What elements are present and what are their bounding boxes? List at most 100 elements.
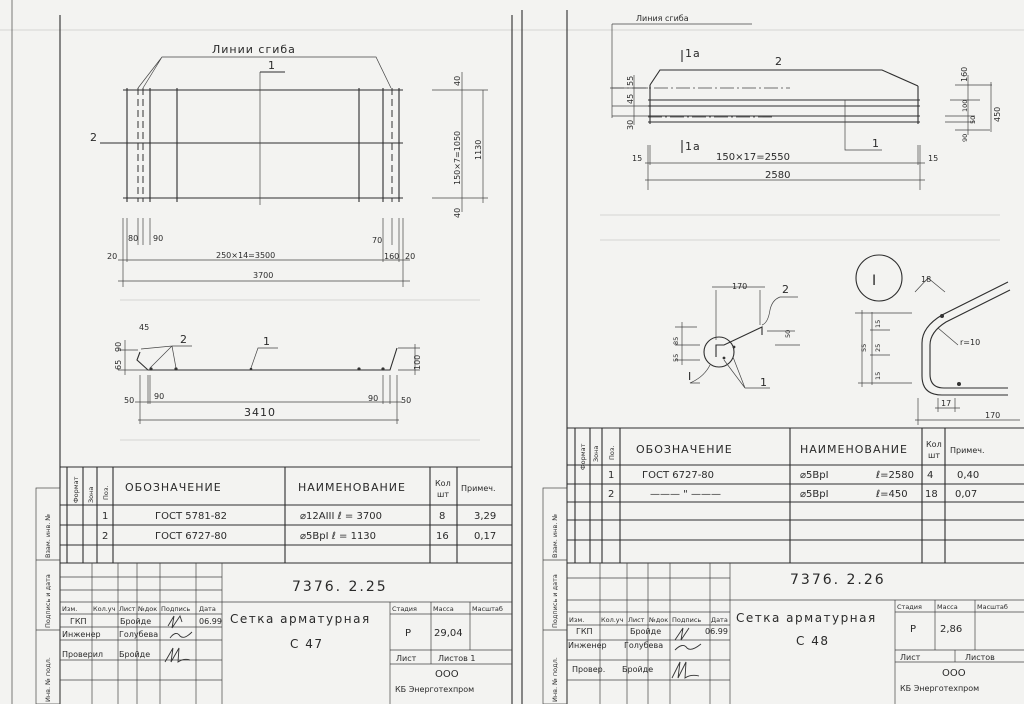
row-note: 3,29 (474, 511, 496, 522)
bend-line-label: Линия сгиба (636, 14, 689, 23)
dim-bottom-40: 40 (453, 208, 462, 218)
sheet-frames (11, 0, 568, 704)
header-zone: Зона (87, 487, 95, 503)
header-qty: Кол (435, 479, 451, 488)
staff-name: Голубева (624, 641, 663, 650)
right-spec-table: Формат Зона Поз. ОБОЗНАЧЕНИЕ НАИМЕНОВАНИ… (567, 427, 1024, 564)
table-row: 1 ГОСТ 5781-82 ⌀12АIII ℓ = 3700 8 3,29 (102, 511, 496, 522)
row-note: 0,17 (474, 531, 496, 542)
row-name: ⌀5ВрI ℓ = 1130 (300, 531, 376, 542)
staff-role: Проверил (62, 650, 103, 659)
stage-value: Р (405, 628, 411, 639)
dim-pitch-horizontal: 250×14=3500 (216, 251, 275, 260)
pos-1-marker: 1 (268, 59, 276, 72)
header-mass: Масса (937, 603, 958, 611)
section-pos-2: 2 (782, 283, 790, 296)
header-stage: Стадия (897, 603, 922, 611)
row-pos: 2 (608, 489, 614, 500)
row-pos: 1 (608, 470, 614, 481)
dim-15-right: 15 (928, 154, 938, 163)
row-note: 0,40 (957, 470, 979, 481)
org-line-2: КБ Энерготехпром (395, 685, 474, 694)
header-note: Примеч. (461, 484, 496, 493)
dim-90-right: 90 (368, 394, 378, 403)
header-scale: Масштаб (472, 605, 503, 613)
section-pos-1: 1 (263, 335, 271, 348)
dim-170-detail: 170 (985, 411, 1000, 420)
dim-90-vertical: 90 (114, 342, 123, 352)
table-row: 2 ГОСТ 6727-80 ⌀5ВрI ℓ = 1130 16 0,17 (102, 531, 496, 542)
signature-scribble (671, 627, 702, 679)
dim-85: 85 (672, 337, 680, 345)
replace-inv-label: Взам. инв. № (551, 514, 559, 558)
left-spec-table: Формат Зона Поз. ОБОЗНАЧЕНИЕ НАИМЕНОВАНИ… (60, 466, 512, 564)
header-pos: Поз. (608, 446, 616, 460)
dim-18: 18 (921, 275, 931, 284)
header-signature: Подпись (672, 616, 701, 624)
sheets-count: Листов 1 (438, 654, 476, 663)
right-section-view: 170 2 85 55 50 I 1 (672, 282, 800, 389)
row-designation: ГОСТ 6727-80 (155, 531, 227, 542)
row-name: ⌀12АIII ℓ = 3700 (300, 511, 382, 522)
right-detail-view: I 18 15 25 15 55 r=10 17 170 (855, 254, 1020, 425)
bend-line-label: Линии сгиба (212, 43, 296, 56)
section-pos-1: 1 (760, 376, 768, 389)
staff-name: Голубева (119, 630, 158, 639)
header-designation: ОБОЗНАЧЕНИЕ (125, 481, 222, 494)
header-izm: Изм. (569, 616, 584, 624)
dim-100: 100 (413, 355, 422, 370)
header-zone: Зона (592, 446, 600, 462)
org-line-1: ООО (942, 668, 966, 679)
drawing-title: Сетка арматурная (230, 612, 371, 626)
row-note: 0,07 (955, 489, 977, 500)
sheet-label: Лист (900, 653, 921, 662)
dim-55: 55 (860, 344, 868, 352)
pos-1-marker: 1 (872, 137, 880, 150)
row-designation: ГОСТ 5781-82 (155, 511, 227, 522)
staff-name: Бройде (622, 665, 653, 674)
header-izm: Изм. (62, 605, 77, 613)
detail-ref: I (688, 370, 692, 383)
dim-450: 450 (993, 107, 1002, 122)
staff-date: 06.99 (705, 627, 728, 636)
header-list: Лист (628, 616, 645, 624)
dim-90: 90 (153, 234, 163, 243)
dim-total-vertical: 1130 (474, 140, 483, 160)
dim-total: 2580 (765, 170, 790, 181)
staff-role: ГКП (576, 627, 593, 636)
dim-pitch: 150×17=2550 (716, 152, 790, 163)
dim-15-left: 15 (632, 154, 642, 163)
row-name: ⌀5ВрI (800, 470, 829, 481)
detail-label: I (872, 273, 878, 289)
dim-45: 45 (626, 94, 635, 104)
dim-total-section: 3410 (244, 406, 276, 419)
row-pos: 2 (102, 531, 108, 542)
staff-name: Бройде (119, 650, 150, 659)
replace-inv-label: Взам. инв. № (44, 514, 52, 558)
dim-45: 45 (139, 323, 149, 332)
header-qty: Кол (926, 440, 942, 449)
row-pos: 1 (102, 511, 108, 522)
dim-top-40: 40 (453, 76, 462, 86)
header-name: НАИМЕНОВАНИЕ (800, 443, 908, 456)
row-qty: 18 (925, 489, 938, 500)
header-note: Примеч. (950, 446, 985, 455)
dim-90-left: 90 (154, 392, 164, 401)
table-row: 1 ГОСТ 6727-80 ⌀5ВрI ℓ=2580 4 0,40 (608, 470, 979, 481)
header-qty-unit: шт (437, 490, 449, 499)
dim-80: 80 (128, 234, 138, 243)
drawing-mark: С 47 (290, 637, 323, 651)
drawing-title: Сетка арматурная (736, 611, 877, 625)
staff-role: Провер. (572, 665, 605, 674)
dim-50-right: 50 (401, 396, 411, 405)
header-scale: Масштаб (977, 603, 1008, 611)
left-section-view: 2 1 45 65 90 100 50 90 3410 90 50 (114, 323, 422, 424)
header-date: Дата (711, 616, 728, 624)
header-format: Формат (72, 476, 80, 503)
header-qty-unit: шт (928, 451, 940, 460)
doc-number: 7376. 2.26 (790, 572, 886, 588)
inv-original-label: Инв. № подл. (551, 657, 559, 702)
left-plan-view: Линии сгиба 1 2 40 150×7=1050 1130 40 80… (90, 43, 488, 287)
header-ndoc: №док (648, 616, 668, 624)
right-margin-stamp: Инв. № подл. Подпись и дата Взам. инв. № (542, 487, 568, 704)
